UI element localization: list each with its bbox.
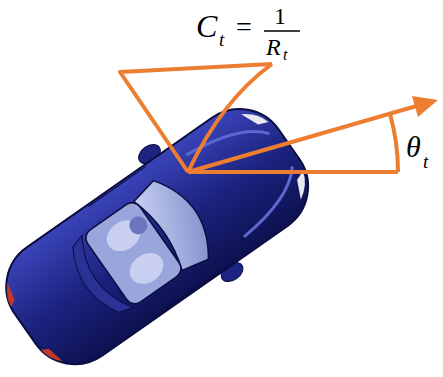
radius-symbol: R xyxy=(266,35,281,59)
curvature-arc xyxy=(188,64,272,172)
reference-line xyxy=(188,170,398,174)
equals-sign: = xyxy=(236,13,252,41)
heading-arrow xyxy=(188,105,420,172)
numerator: 1 xyxy=(274,4,286,28)
arrow-head xyxy=(412,96,438,117)
curvature-symbol: C xyxy=(196,10,217,42)
angle-arc xyxy=(390,114,398,172)
turning-geometry xyxy=(120,64,420,172)
car-top-view xyxy=(0,79,335,377)
subscript: t xyxy=(219,30,224,49)
fraction-bar xyxy=(264,30,300,32)
subscript: t xyxy=(283,47,287,63)
subscript: t xyxy=(423,152,428,171)
angle-symbol: θ xyxy=(406,132,421,162)
